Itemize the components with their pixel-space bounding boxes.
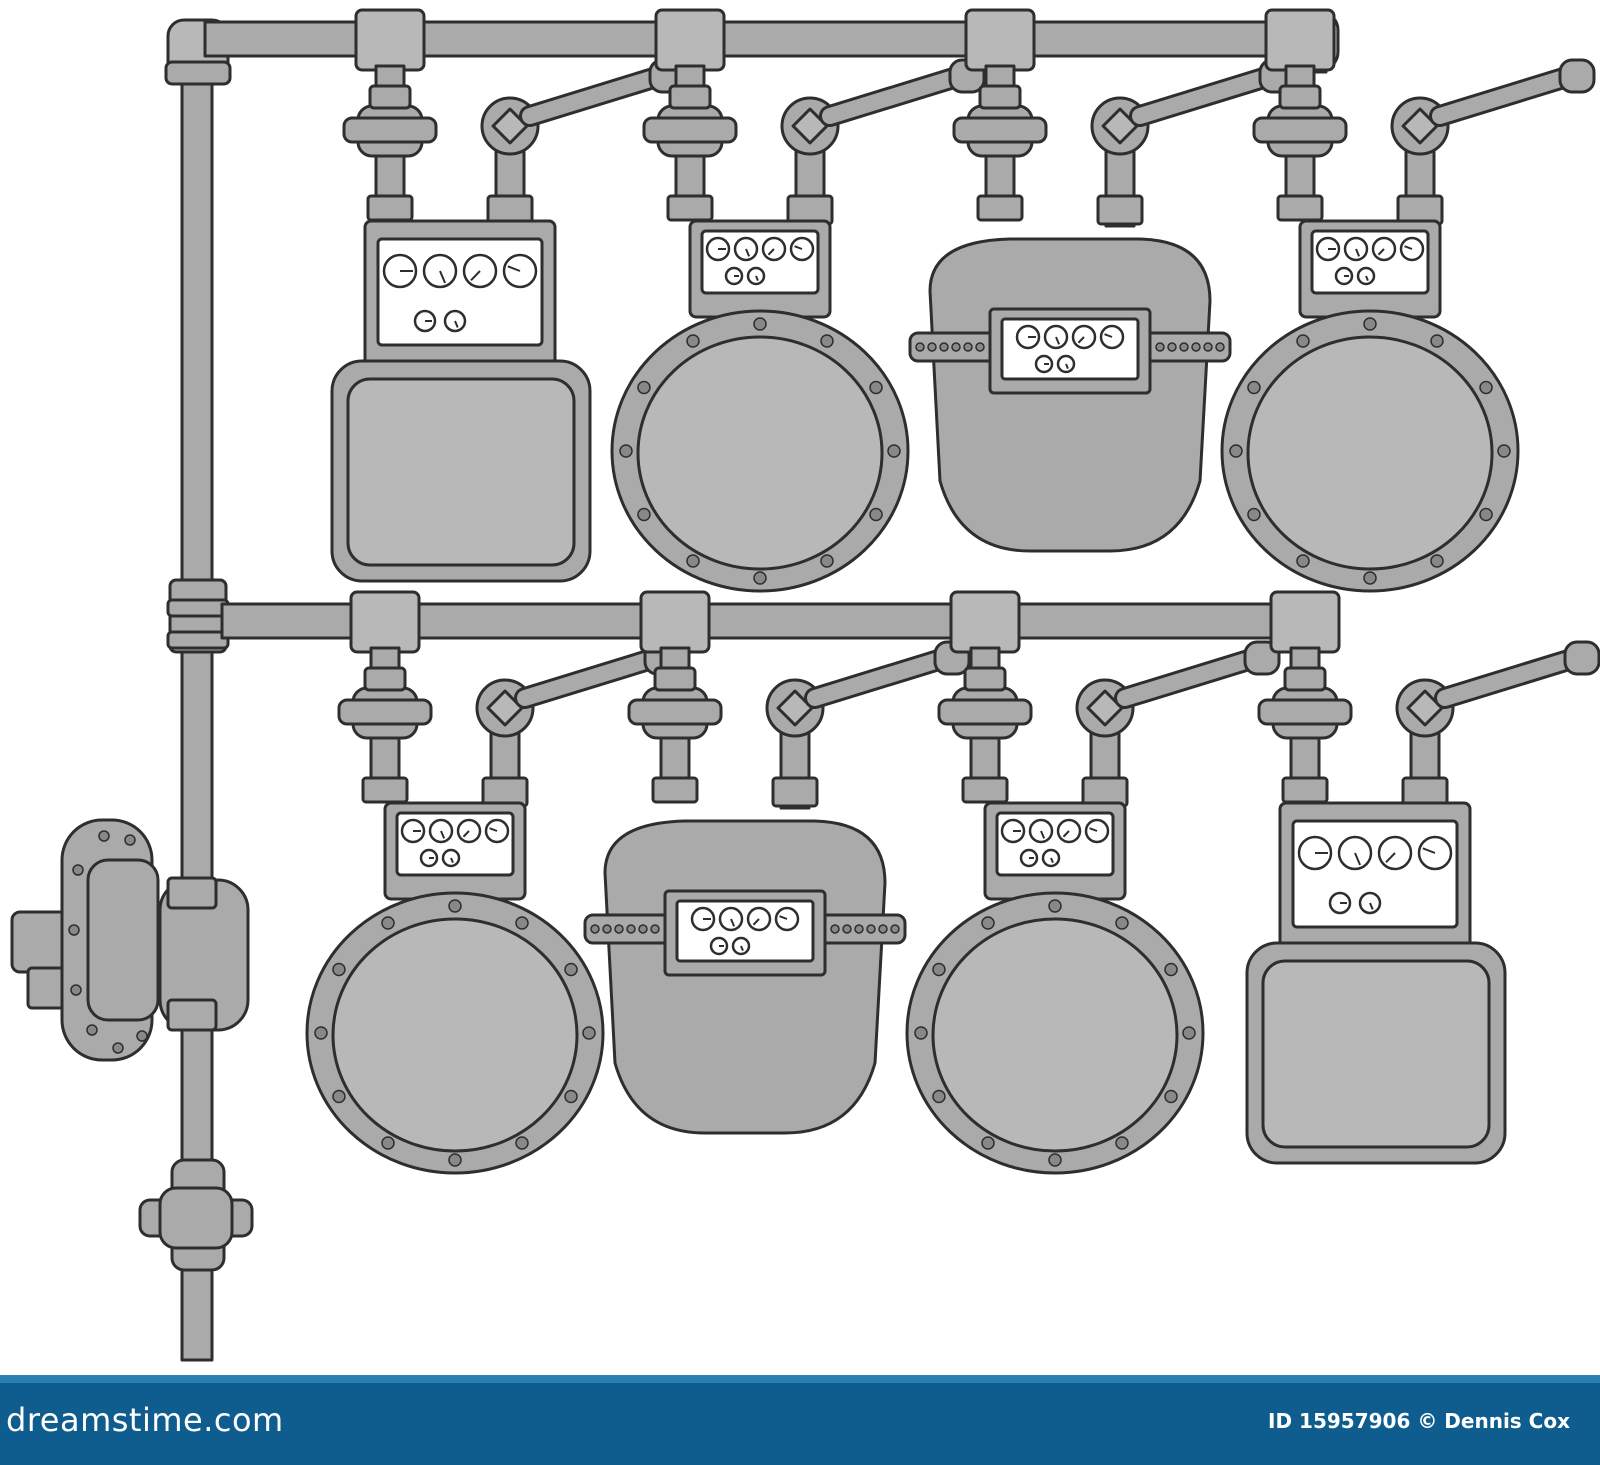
gas-meter-4 bbox=[1220, 8, 1596, 593]
image-credit: ID 15957906 © Dennis Cox bbox=[1268, 1409, 1570, 1433]
meter-bank bbox=[305, 8, 1600, 1175]
gas-meter-2 bbox=[610, 8, 986, 593]
footer-stripe bbox=[0, 1375, 1600, 1383]
gas-meter-art: .m { fill: #aaaaaa; stroke: #2e2e2e; str… bbox=[10, 8, 1600, 1362]
pressure-regulator bbox=[10, 818, 250, 1062]
stock-photo-footer: dreamstime.com ID 15957906 © Dennis Cox bbox=[0, 1375, 1600, 1465]
gas-meter-illustration: .m { fill: #aaaaaa; stroke: #2e2e2e; str… bbox=[10, 8, 1600, 1362]
gas-meter-6 bbox=[583, 590, 971, 1135]
gas-meter-5 bbox=[305, 590, 681, 1175]
gas-meter-8 bbox=[1245, 590, 1600, 1165]
site-logo: dreamstime.com bbox=[6, 1401, 284, 1439]
riser-shutoff-valve bbox=[138, 1158, 254, 1272]
gas-meter-7 bbox=[905, 590, 1281, 1175]
gas-meter-3 bbox=[908, 8, 1296, 553]
footer-bar bbox=[0, 1375, 1600, 1465]
